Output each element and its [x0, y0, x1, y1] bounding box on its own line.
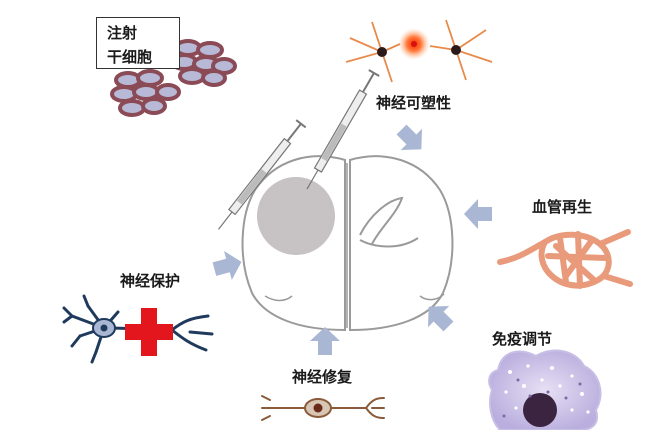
label-neuroprotection: 神经保护	[120, 272, 181, 290]
repair-neuron	[261, 395, 385, 421]
plasticity-neurons	[345, 19, 493, 83]
arrow-angiogenesis	[464, 199, 492, 229]
syringe-left	[217, 119, 307, 230]
arrow-neural-repair	[310, 327, 340, 355]
arrow-neuroplasticity	[396, 124, 423, 151]
injection-label-line1: 注射	[107, 24, 138, 42]
label-neuroplasticity: 神经可塑性	[376, 94, 452, 112]
stem-cell-injection-box: 注射 干细胞	[96, 17, 180, 69]
stem-cells	[110, 39, 237, 117]
blood-vessel	[497, 229, 633, 289]
lesion	[257, 177, 335, 255]
syringe-right	[306, 69, 380, 190]
label-immunomodulation: 免疫调节	[492, 330, 553, 348]
injection-label-line2: 干细胞	[107, 48, 153, 66]
label-angiogenesis: 血管再生	[532, 198, 593, 216]
red-cross	[125, 308, 173, 356]
immune-cell	[488, 349, 602, 430]
arrow-neuroprotection	[212, 250, 242, 280]
arrow-immunomodulation	[427, 305, 454, 332]
label-neural-repair: 神经修复	[292, 368, 353, 386]
